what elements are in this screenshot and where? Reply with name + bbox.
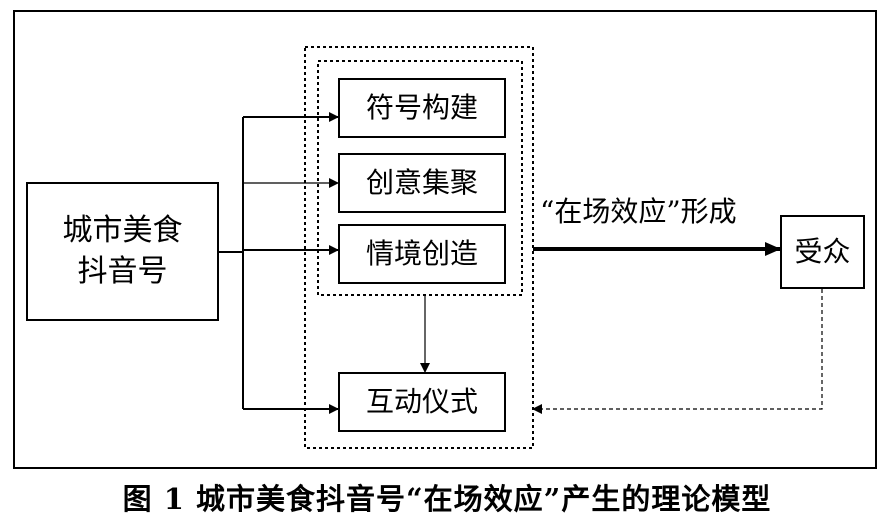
figure-caption: 图 1 城市美食抖音号“在场效应”产生的理论模型 xyxy=(122,482,772,516)
node-creative-label: 创意集聚 xyxy=(365,166,478,200)
node-symbol-construction: 符号构建 xyxy=(338,78,506,138)
node-audience: 受众 xyxy=(780,215,865,289)
node-ritual-label: 互动仪式 xyxy=(365,385,478,419)
edge-label-effect-formation: “在场效应”形成 xyxy=(540,195,737,228)
node-scene-label: 情境创造 xyxy=(365,237,478,271)
node-creative-gathering: 创意集聚 xyxy=(338,153,506,213)
audience-feedback-line xyxy=(532,289,823,414)
node-source-line1: 城市美食 xyxy=(62,213,183,248)
node-audience-label: 受众 xyxy=(794,235,851,269)
node-scene-creation: 情境创造 xyxy=(338,224,506,284)
node-symbol-label: 符号构建 xyxy=(365,91,478,125)
outer-frame xyxy=(13,10,877,469)
node-source-line2: 抖音号 xyxy=(77,253,168,289)
node-city-food-douyin: 城市美食 抖音号 xyxy=(26,182,219,321)
node-interaction-ritual: 互动仪式 xyxy=(338,372,506,432)
inner-dotted-group xyxy=(317,60,523,296)
